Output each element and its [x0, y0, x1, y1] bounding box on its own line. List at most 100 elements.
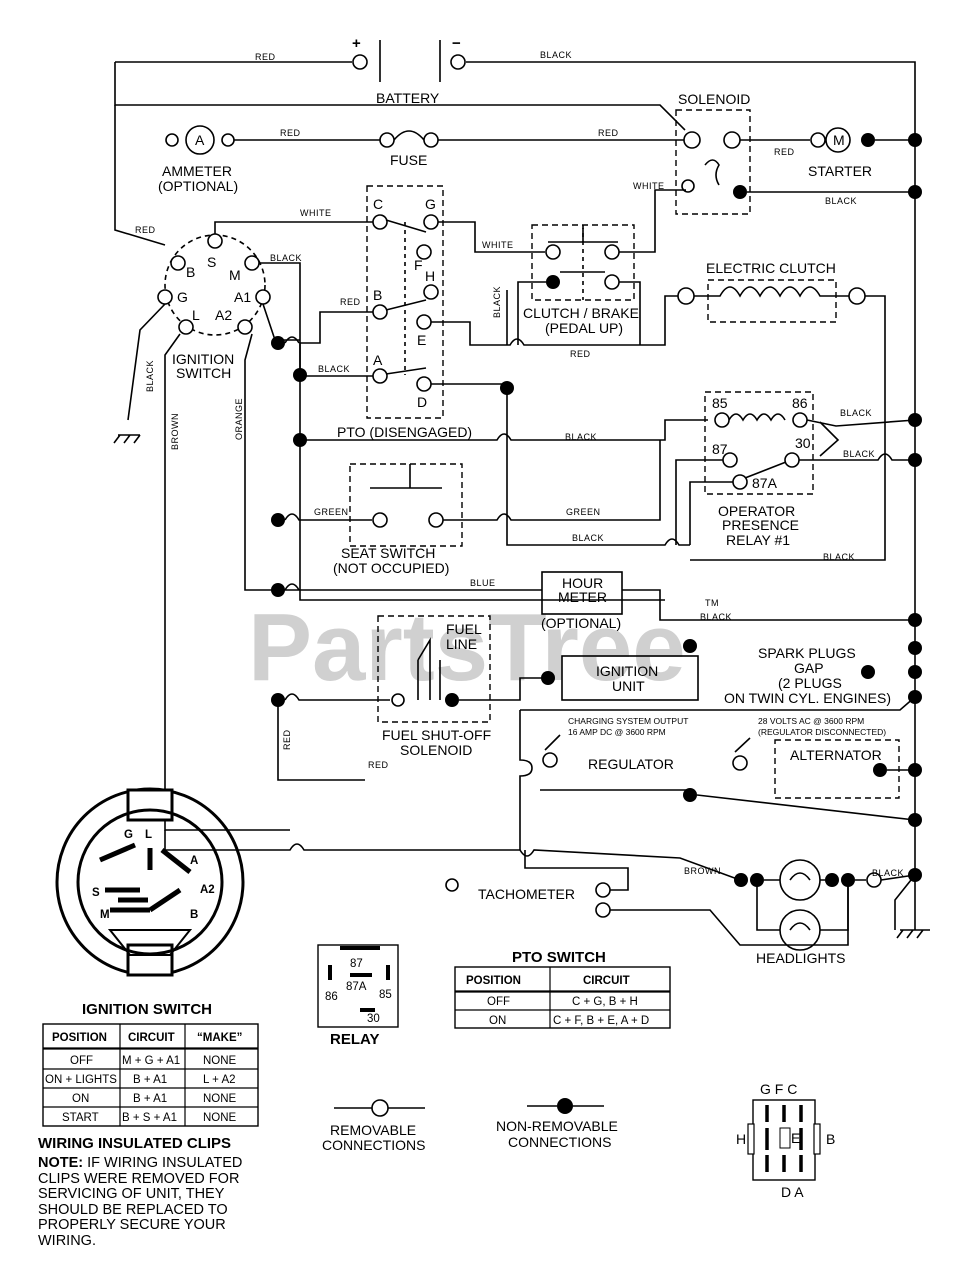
legend: REMOVABLE CONNECTIONS NON-REMOVABLE CONN…: [322, 1098, 618, 1153]
left-bus: BLACK RED RED: [271, 336, 708, 781]
hour-label-1: HOUR: [562, 575, 603, 591]
wire-white-pto: WHITE: [482, 240, 514, 250]
ammeter-label: AMMETER: [162, 163, 232, 179]
starter-label: STARTER: [808, 163, 872, 179]
ignition-unit-2: UNIT: [612, 678, 645, 694]
clips-note-prefix: NOTE:: [38, 1155, 84, 1171]
seat-label-2: (NOT OCCUPIED): [333, 560, 449, 576]
ign-face-s: S: [92, 887, 100, 899]
relay-sym-30: 30: [367, 1013, 380, 1025]
relay-term-85: 85: [712, 395, 728, 411]
fuel-line-2: LINE: [446, 636, 477, 652]
watermark: PartsTree: [248, 594, 686, 701]
relay-sym-87: 87: [350, 958, 363, 970]
relay-sym-87a: 87A: [346, 981, 367, 993]
ammeter: A AMMETER (OPTIONAL) RED: [158, 125, 380, 194]
ammeter-symbol: A: [195, 132, 205, 148]
legend-nonremovable-2: CONNECTIONS: [508, 1134, 611, 1150]
wire-black-battery: BLACK: [540, 50, 572, 60]
ammeter-sub: (OPTIONAL): [158, 178, 238, 194]
pto-table: PTO SWITCH POSITION CIRCUIT OFF C + G, B…: [454, 949, 671, 1029]
ign-r3-c0: START: [62, 1112, 99, 1124]
wire-black-mid: BLACK: [565, 432, 597, 442]
pto-face-right: B: [826, 1131, 835, 1147]
wire-red-clutch: RED: [570, 349, 591, 359]
ground-bus: [896, 133, 930, 939]
wire-red-fuse: RED: [598, 128, 619, 138]
pto-term-b: B: [373, 287, 382, 303]
wire-red-ign: RED: [135, 225, 156, 235]
relay-term-87a: 87A: [752, 475, 778, 491]
spark-1: SPARK PLUGS: [758, 645, 856, 661]
ignition-switch: S B M G A1 L A2 IGNITION SWITCH RED WHIT…: [113, 105, 430, 831]
wire-blue-hour: BLUE: [470, 578, 496, 588]
spark-2: GAP: [794, 660, 824, 676]
ign-face-a: A: [190, 855, 198, 867]
wire-brown-ign: BROWN: [170, 413, 180, 450]
wire-black-relay-30: BLACK: [843, 449, 875, 459]
wire-black-starter: BLACK: [825, 196, 857, 206]
ign-term-g: G: [177, 289, 188, 305]
wire-red-fuel: RED: [368, 760, 389, 770]
ign-face-m: M: [100, 909, 110, 921]
ign-r2-c2: NONE: [203, 1093, 237, 1105]
ign-label-2: SWITCH: [176, 365, 231, 381]
wire-black-pto-lower: BLACK: [572, 533, 604, 543]
legend-nonremovable-1: NON-REMOVABLE: [496, 1118, 618, 1134]
spark-4: ON TWIN CYL. ENGINES): [724, 690, 891, 706]
hour-meter: BLUE BLACK HOUR METER (OPTIONAL): [430, 571, 915, 631]
battery-minus: −: [452, 35, 461, 52]
pto-face-left: H: [736, 1131, 746, 1147]
fuel-sol-1: FUEL SHUT-OFF: [382, 727, 491, 743]
fuel-sol-2: SOLENOID: [400, 742, 472, 758]
clutch-brake-switch: CLUTCH / BRAKE (PEDAL UP) WHITE BLACK RE…: [492, 181, 686, 359]
relay-term-30: 30: [795, 435, 811, 451]
wire-red-left: RED: [282, 729, 292, 750]
battery-label: BATTERY: [376, 90, 440, 106]
wire-red-battery: RED: [255, 52, 276, 62]
ign-face-l: L: [145, 829, 152, 841]
ign-r2-c0: ON: [72, 1093, 89, 1105]
alternator: 28 VOLTS AC @ 3600 RPM (REGULATOR DISCON…: [732, 716, 915, 799]
ign-term-s: S: [207, 254, 216, 270]
tachometer: TACHOMETER: [164, 830, 849, 946]
wire-green-relay: GREEN: [566, 507, 601, 517]
regulator: CHARGING SYSTEM OUTPUT 16 AMP DC @ 3600 …: [519, 710, 916, 850]
ign-r1-c1: B + A1: [133, 1074, 167, 1086]
pto-r1-c0: ON: [489, 1015, 506, 1027]
electric-clutch: ELECTRIC CLUTCH BLACK: [650, 260, 886, 562]
battery: + − BATTERY RED BLACK: [114, 35, 916, 140]
relay-sym-86: 86: [325, 991, 338, 1003]
wire-white-solenoid: WHITE: [633, 181, 665, 191]
ign-face-b: B: [190, 909, 198, 921]
battery-plus: +: [352, 35, 361, 52]
alternator-label: ALTERNATOR: [790, 747, 882, 763]
pto-th-pos: POSITION: [466, 975, 521, 987]
hour-label-2: METER: [558, 589, 607, 605]
solenoid: SOLENOID: [675, 91, 751, 215]
ign-th-circuit: CIRCUIT: [128, 1032, 175, 1044]
starter-symbol: M: [833, 132, 845, 148]
operator-presence-relay: 85 86 87 30 87A OPERATOR PRESENCE RELAY …: [675, 391, 916, 548]
ign-r0-c0: OFF: [70, 1055, 93, 1067]
ign-r0-c1: M + G + A1: [122, 1055, 180, 1067]
ignition-table-title: IGNITION SWITCH: [82, 1001, 212, 1018]
ignition-unit-1: IGNITION: [596, 663, 658, 679]
pto-term-a: A: [373, 352, 383, 368]
pto-r1-c1: C + F, B + E, A + D: [553, 1015, 649, 1027]
ign-r2-c1: B + A1: [133, 1093, 167, 1105]
wire-red-ammeter: RED: [280, 128, 301, 138]
pto-term-d: D: [417, 394, 427, 410]
alt-spec-2: (REGULATOR DISCONNECTED): [758, 727, 886, 737]
charging-2: 16 AMP DC @ 3600 RPM: [568, 727, 666, 737]
pto-term-g: G: [425, 196, 436, 212]
tachometer-label: TACHOMETER: [478, 886, 575, 902]
ign-term-a2: A2: [215, 307, 232, 323]
headlights-label: HEADLIGHTS: [756, 950, 845, 966]
hour-sub: (OPTIONAL): [541, 615, 621, 631]
spark-3: (2 PLUGS: [778, 675, 842, 691]
ign-term-m: M: [229, 267, 241, 283]
ign-face-a2: A2: [200, 884, 215, 896]
wire-black-clutch: BLACK: [492, 286, 502, 318]
pto-face-bottom: D A: [781, 1184, 804, 1200]
